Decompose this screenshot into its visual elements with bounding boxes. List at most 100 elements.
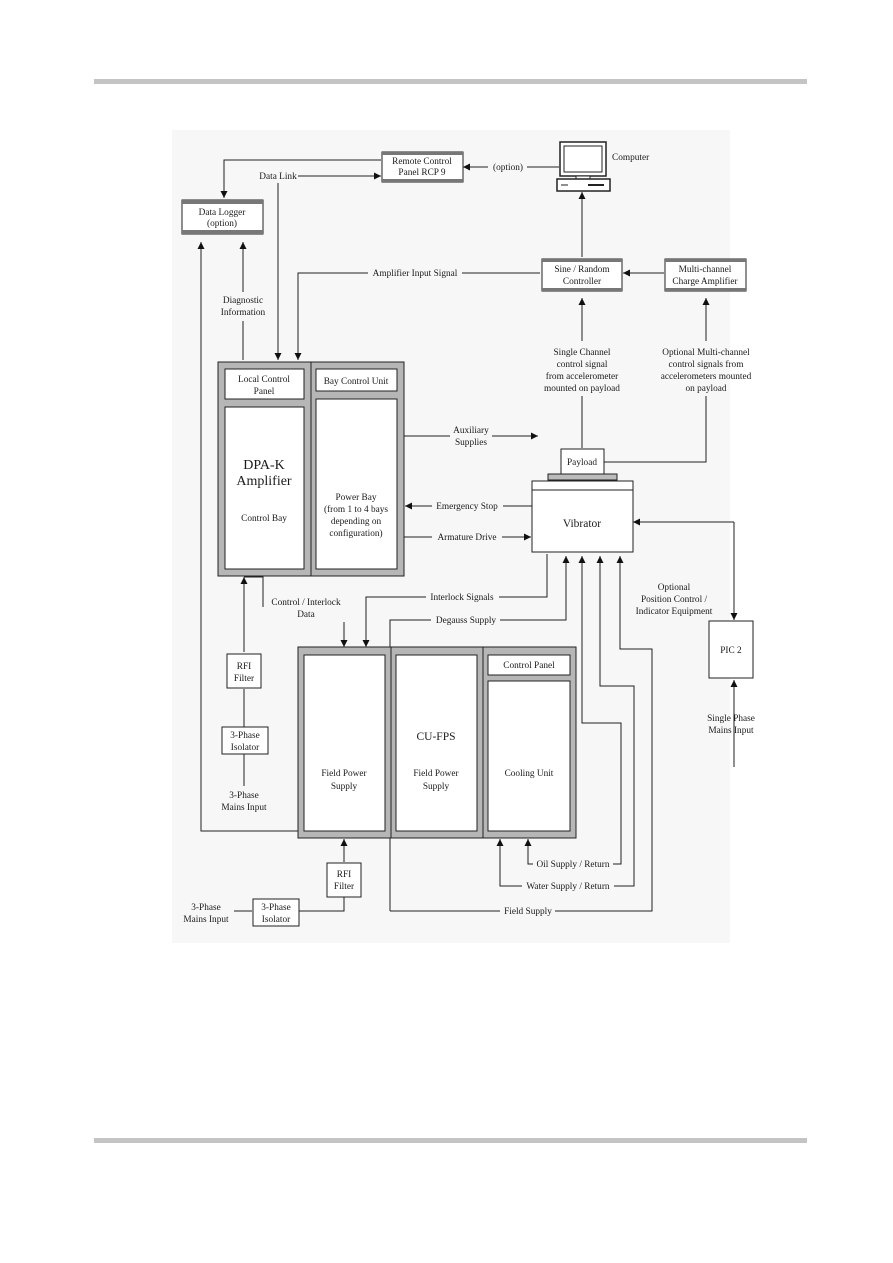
multi-channel-label-4: on payload bbox=[685, 384, 726, 394]
dpa-k-label-1: DPA-K bbox=[243, 458, 285, 473]
rcp-to-logger-line bbox=[220, 159, 381, 198]
control-bay-label: Control Bay bbox=[241, 514, 287, 524]
oil-line-b bbox=[578, 556, 622, 865]
water-line-a bbox=[496, 839, 522, 887]
single-channel-label-2: control signal bbox=[557, 360, 608, 370]
multi-channel-label-3: accelerometers mounted bbox=[661, 372, 752, 382]
aux-supplies-label-2: Supplies bbox=[455, 438, 487, 448]
mains-bottom-label-1: 3-Phase bbox=[191, 903, 220, 913]
charge-amp-label-1: Multi-channel bbox=[679, 265, 732, 275]
power-bay-label-1: Power Bay bbox=[335, 493, 376, 503]
rfi-filter-left-box bbox=[226, 653, 262, 689]
vibrator-label: Vibrator bbox=[563, 518, 601, 530]
fps-middle-label-1: Field Power bbox=[413, 769, 459, 779]
fps-middle-label-2: Supply bbox=[423, 782, 450, 792]
diagnostic-label-1: Diagnostic bbox=[223, 296, 263, 306]
isolator-bottom-label-1: 3-Phase bbox=[261, 903, 290, 913]
position-control-label-2: Position Control / bbox=[641, 595, 708, 605]
mains-bottom-label-2: Mains Input bbox=[183, 915, 229, 925]
mains-left-label-1: 3-Phase bbox=[229, 791, 258, 801]
local-control-panel-label-2: Panel bbox=[254, 387, 275, 397]
single-channel-label-3: from accelerometer bbox=[546, 371, 619, 382]
control-interlock-label-1: Control / Interlock bbox=[271, 598, 341, 608]
rfi-filter-bottom-box bbox=[326, 862, 362, 898]
cooling-unit-label: Cooling Unit bbox=[505, 769, 554, 779]
data-logger-label-1: Data Logger bbox=[199, 208, 247, 218]
header-rule bbox=[94, 79, 807, 84]
rfi-left-label-2: Filter bbox=[234, 674, 255, 684]
rcp-label-1: Remote Control bbox=[392, 157, 452, 167]
footer-rule bbox=[94, 1138, 807, 1143]
isolator-bottom-label-2: Isolator bbox=[262, 915, 291, 925]
interlock-line-b bbox=[362, 596, 426, 647]
charge-amplifier-box bbox=[664, 258, 747, 292]
diagnostic-label-2: Information bbox=[221, 307, 266, 318]
water-line-b bbox=[596, 556, 635, 887]
amplifier-input-label: Amplifier Input Signal bbox=[373, 268, 458, 279]
control-panel-label: Control Panel bbox=[503, 661, 555, 671]
rcp-label-2: Panel RCP 9 bbox=[398, 168, 446, 178]
power-bay-label-2: (from 1 to 4 bays bbox=[324, 504, 388, 515]
field-supply-line-b bbox=[555, 556, 653, 912]
oil-line-a bbox=[524, 839, 533, 865]
bay-control-unit-label: Bay Control Unit bbox=[324, 377, 389, 387]
local-control-panel-label-1: Local Control bbox=[238, 375, 290, 385]
controller-label-2: Controller bbox=[563, 277, 602, 287]
water-supply-label: Water Supply / Return bbox=[526, 882, 610, 892]
option-label: (option) bbox=[493, 162, 523, 173]
fps-to-logger-line bbox=[197, 242, 300, 832]
cu-fps-label: CU-FPS bbox=[417, 731, 456, 743]
fps-left-label-1: Field Power bbox=[321, 769, 367, 779]
position-control-label-3: Indicator Equipment bbox=[636, 607, 713, 617]
multi-channel-label-1: Optional Multi-channel bbox=[662, 348, 750, 358]
control-interlock-label-2: Data bbox=[297, 610, 315, 620]
pic2-box bbox=[708, 620, 754, 679]
computer-icon bbox=[556, 141, 611, 192]
dpa-k-label-2: Amplifier bbox=[236, 474, 292, 489]
emergency-stop-label: Emergency Stop bbox=[436, 502, 498, 512]
power-bay-label-3: depending on bbox=[331, 517, 382, 527]
rfi-left-label-1: RFI bbox=[237, 662, 251, 672]
sine-random-controller-box bbox=[541, 258, 623, 292]
vibrator-box bbox=[531, 473, 634, 553]
payload-to-multi-channel-line bbox=[604, 396, 707, 463]
data-logger-box bbox=[181, 199, 264, 235]
pic2-label: PIC 2 bbox=[720, 646, 742, 656]
data-logger-label-2: (option) bbox=[207, 218, 237, 229]
isolator-left-label-1: 3-Phase bbox=[230, 731, 259, 741]
multi-channel-label-2: control signals from bbox=[669, 359, 745, 370]
isolator-left-label-2: Isolator bbox=[231, 743, 260, 753]
oil-supply-label: Oil Supply / Return bbox=[536, 860, 609, 870]
computer-label: Computer bbox=[612, 153, 650, 163]
degauss-supply-label: Degauss Supply bbox=[436, 616, 497, 626]
field-supply-label: Field Supply bbox=[504, 907, 552, 917]
power-bay-label-4: configuration) bbox=[329, 528, 382, 539]
aux-supplies-label-1: Auxiliary bbox=[453, 426, 489, 436]
fps-left-label-2: Supply bbox=[331, 782, 358, 792]
rfi-bottom-label-1: RFI bbox=[337, 870, 351, 880]
mains-left-label-2: Mains Input bbox=[221, 803, 267, 813]
fps-rfi-to-isolator-line bbox=[299, 897, 345, 912]
cu-fps-cabinet bbox=[297, 646, 577, 839]
interlock-line-a bbox=[499, 554, 548, 598]
data-link-label: Data Link bbox=[259, 172, 297, 182]
remote-control-panel-box bbox=[381, 151, 464, 183]
single-phase-label-1: Single Phase bbox=[707, 714, 755, 724]
controller-label-1: Sine / Random bbox=[554, 265, 610, 275]
control-interlock-line-a bbox=[244, 576, 264, 607]
isolator-left-box bbox=[221, 726, 269, 755]
armature-drive-label: Armature Drive bbox=[437, 533, 496, 543]
payload-label: Payload bbox=[567, 458, 597, 468]
single-channel-label-4: mounted on payload bbox=[544, 384, 620, 394]
degauss-line-a bbox=[500, 556, 570, 621]
amp-input-line-b bbox=[294, 272, 368, 360]
interlock-signals-label: Interlock Signals bbox=[430, 593, 494, 603]
position-control-label-1: Optional bbox=[658, 583, 691, 593]
isolator-bottom-box bbox=[252, 898, 300, 927]
rfi-bottom-label-2: Filter bbox=[334, 882, 355, 892]
dpa-k-amplifier-cabinet bbox=[217, 361, 405, 577]
single-channel-label-1: Single Channel bbox=[553, 348, 610, 358]
charge-amp-label-2: Charge Amplifier bbox=[672, 276, 738, 287]
single-phase-label-2: Mains Input bbox=[708, 726, 754, 736]
